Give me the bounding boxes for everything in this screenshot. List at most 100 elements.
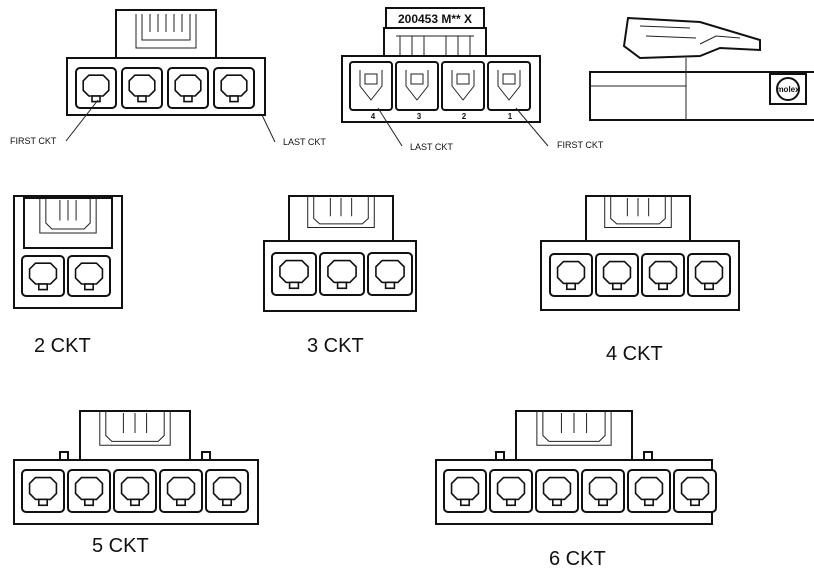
latch-inner — [542, 411, 606, 442]
terminal-cavity — [581, 469, 625, 513]
body-tab — [201, 451, 211, 461]
cavity-key — [137, 95, 147, 103]
terminal-cavity — [21, 469, 65, 513]
terminal-cavity — [67, 469, 111, 513]
last-ckt-label: LAST CKT — [410, 142, 453, 152]
latch-inner — [45, 198, 91, 230]
cavity-key — [703, 282, 714, 291]
terminal-contact — [451, 70, 475, 101]
logo-ring — [776, 77, 800, 101]
cavity-row — [75, 67, 255, 109]
cavity-terminal-window — [634, 476, 664, 501]
terminal-cavity — [595, 253, 639, 297]
cavity-terminal-window — [28, 262, 58, 285]
first-ckt-label: FIRST CKT — [10, 136, 57, 146]
terminal-cavity — [167, 67, 209, 109]
body-tab — [643, 451, 653, 461]
first-ckt-leader — [515, 107, 549, 147]
terminal-cavity — [121, 67, 163, 109]
cavity-terminal-window — [174, 74, 202, 97]
variant-2ckt — [13, 195, 123, 309]
terminal-cavity — [673, 469, 717, 513]
body-tab — [59, 451, 69, 461]
cavity-key — [611, 282, 622, 291]
cavity-key — [183, 95, 193, 103]
cavity-key — [84, 498, 95, 507]
cavity-terminal-window — [279, 259, 309, 284]
latch-frame — [604, 196, 672, 228]
latch-ribs — [396, 35, 474, 56]
cavity-key — [176, 498, 187, 507]
terminal-cavity — [319, 252, 365, 296]
cavity-key — [505, 498, 516, 507]
cavity-key — [222, 498, 233, 507]
body-tab — [495, 451, 505, 461]
front-view-4ckt: 200453 M** X 4 3 2 1 LAST CKT FIRST CKT — [341, 7, 604, 152]
latch-hook — [639, 25, 741, 45]
cavity-terminal-window — [212, 476, 242, 501]
terminal-cavity — [443, 469, 487, 513]
last-ckt-leader — [261, 114, 276, 143]
cavity-terminal-window — [542, 476, 572, 501]
cavity-key — [643, 498, 654, 507]
cavity-terminal-window — [450, 476, 480, 501]
variant-label-6ckt: 6 CKT — [549, 548, 606, 569]
first-ckt-label: FIRST CKT — [557, 140, 604, 150]
latch-inner — [313, 196, 369, 225]
terminal-cavity — [441, 61, 485, 111]
cavity-key — [384, 281, 396, 290]
cavity-key — [288, 281, 300, 290]
terminal-cavity — [535, 469, 579, 513]
terminal-cavity — [205, 469, 249, 513]
variant-5ckt — [13, 410, 259, 525]
latch-housing — [383, 27, 487, 57]
terminal-contact — [405, 70, 429, 101]
cavity-terminal-window — [74, 476, 104, 501]
variant-label-3ckt: 3 CKT — [307, 335, 364, 357]
terminal-latch — [364, 73, 378, 85]
cavity-number-2: 2 — [462, 112, 467, 121]
terminal-cavity — [395, 61, 439, 111]
cavity-terminal-window — [496, 476, 526, 501]
cavity-terminal-window — [648, 260, 678, 285]
cavity-key — [229, 95, 239, 103]
molex-logo: molex — [776, 85, 800, 94]
cavity-number-3: 3 — [417, 112, 422, 121]
cavity-number-4: 4 — [371, 112, 376, 121]
cavity-key — [84, 283, 95, 291]
latch-frame — [39, 198, 97, 234]
variant-4ckt — [540, 195, 740, 311]
terminal-cavity — [159, 469, 203, 513]
cavity-key — [689, 498, 700, 507]
latch-inner — [105, 411, 165, 442]
cavity-terminal-window — [74, 262, 104, 285]
latch-inner — [610, 196, 666, 225]
cavity-terminal-window — [28, 476, 58, 501]
terminal-cavity — [349, 61, 393, 111]
cavity-key — [336, 281, 348, 290]
cavity-key — [130, 498, 141, 507]
cavity-key — [37, 283, 48, 291]
cavity-key — [459, 498, 470, 507]
terminal-cavity — [627, 469, 671, 513]
cavity-terminal-window — [694, 260, 724, 285]
terminal-cavity — [113, 469, 157, 513]
last-ckt-leader — [377, 107, 403, 147]
latch-frame — [99, 411, 171, 446]
terminal-cavity — [213, 67, 255, 109]
cavity-key — [37, 498, 48, 507]
terminal-latch — [410, 73, 424, 85]
terminal-cavity — [67, 255, 111, 297]
cavity-key — [551, 498, 562, 507]
cavity-terminal-window — [375, 259, 405, 284]
cavity-terminal-window — [128, 74, 156, 97]
terminal-cavity — [687, 253, 731, 297]
cavity-terminal-window — [680, 476, 710, 501]
last-ckt-label: LAST CKT — [283, 137, 326, 147]
cavity-key — [565, 282, 576, 291]
cavity-terminal-window — [556, 260, 586, 285]
terminal-cavity — [549, 253, 593, 297]
variant-label-2ckt: 2 CKT — [34, 335, 91, 357]
cavity-key — [91, 95, 101, 103]
